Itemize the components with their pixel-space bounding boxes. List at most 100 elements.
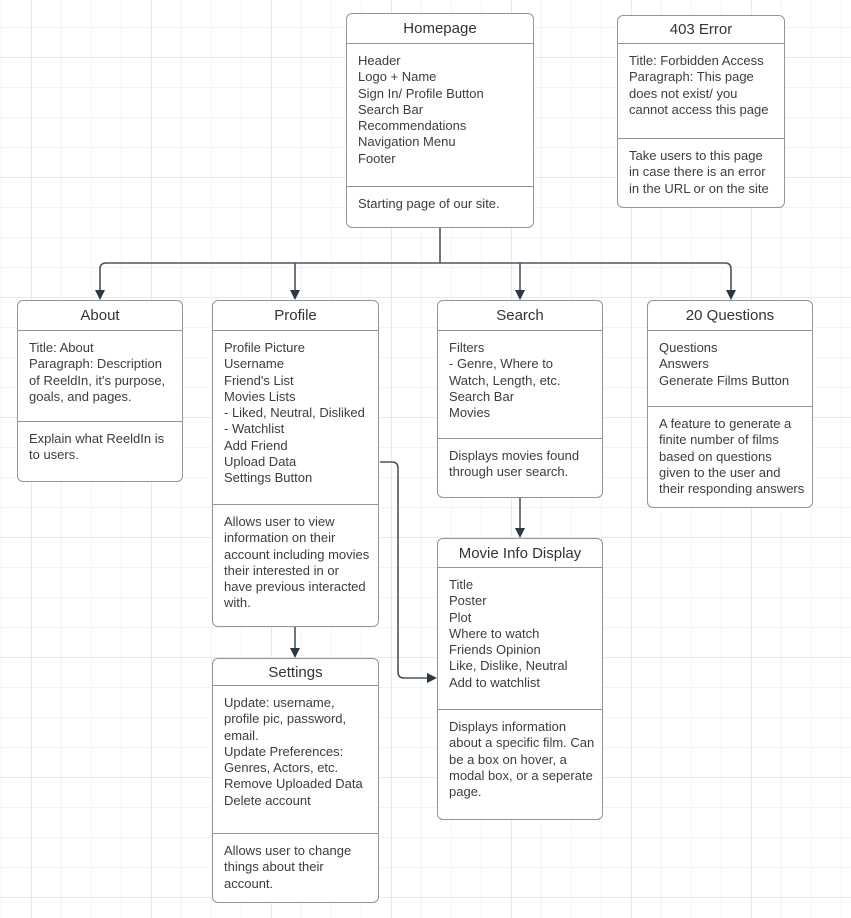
note-line: to users.: [29, 447, 79, 463]
note-line: Allows user to view: [224, 514, 335, 529]
body-line: cannot access this page: [629, 101, 769, 117]
body-line: Search Bar: [449, 388, 515, 404]
note-line: about a specific film. Can: [449, 735, 595, 751]
body-line: Title: Forbidden Access: [629, 53, 764, 68]
body-line: Navigation Menu: [358, 134, 456, 150]
body-line: Friends Opinion: [449, 642, 541, 658]
body-line: Profile Picture: [224, 340, 305, 355]
node-homepage-title: Homepage: [347, 14, 533, 44]
note-line: be a box on hover, a: [449, 751, 567, 767]
body-line: Title: [449, 577, 474, 592]
node-403-error-title: 403 Error: [618, 16, 784, 44]
body-line: goals, and pages.: [29, 388, 132, 404]
note-line: information on their: [224, 530, 336, 546]
body-line: Plot: [449, 609, 472, 625]
note-line: in case there is an error: [629, 164, 766, 180]
node-about-title: About: [18, 301, 182, 331]
body-line: Title: About: [29, 340, 94, 355]
body-line: Logo + Name: [358, 69, 437, 85]
node-search-title: Search: [438, 301, 602, 331]
body-line: Paragraph: Description: [29, 356, 162, 372]
body-line: Sign In/ Profile Button: [358, 85, 484, 101]
body-line: Answers: [659, 356, 709, 372]
body-line: Questions: [659, 340, 718, 355]
body-line: Movies Lists: [224, 388, 296, 404]
note-line: through user search.: [449, 464, 569, 480]
note-line: their responding answers: [659, 481, 805, 497]
note-line: Displays information: [449, 719, 567, 734]
body-line: Header: [358, 53, 401, 68]
note-line: given to the user and: [659, 464, 781, 480]
body-line: Username: [224, 356, 284, 372]
body-line: Where to watch: [449, 625, 540, 641]
connector-homepage-to-about[interactable]: [95, 262, 440, 300]
body-line: Genres, Actors, etc.: [224, 760, 339, 776]
body-line: Paragraph: This page: [629, 69, 754, 85]
note-line: their interested in or: [224, 562, 339, 578]
note-line: account including movies: [224, 546, 370, 562]
note-line: in the URL or on the site: [629, 180, 769, 196]
connector-homepage-to-20-questions[interactable]: [440, 262, 736, 300]
note-line: Allows user to change: [224, 843, 352, 858]
note-line: based on questions: [659, 448, 772, 464]
node-profile-title: Profile: [213, 301, 378, 331]
body-line: Filters: [449, 340, 485, 355]
note-line: Displays movies found: [449, 448, 580, 463]
body-line: - Liked, Neutral, Disliked: [224, 405, 365, 421]
note-line: things about their: [224, 859, 324, 875]
body-line: Update Preferences:: [224, 743, 344, 759]
note-line: with.: [224, 595, 251, 611]
body-line: Delete account: [224, 792, 311, 808]
note-line: finite number of films: [659, 432, 779, 448]
body-line: Movies: [449, 405, 491, 421]
body-line: Footer: [358, 150, 396, 166]
note-line: page.: [449, 784, 482, 800]
note-line: have previous interacted: [224, 579, 366, 595]
body-line: Upload Data: [224, 454, 297, 470]
body-line: Settings Button: [224, 470, 313, 486]
note-line: Take users to this page: [629, 148, 763, 163]
note-line: Explain what ReeldIn is: [29, 431, 165, 446]
body-line: Like, Dislike, Neutral: [449, 658, 568, 674]
node-movie-info-display-title: Movie Info Display: [438, 539, 602, 568]
body-line: Watch, Length, etc.: [449, 372, 561, 388]
note-line: account.: [224, 875, 274, 891]
body-line: email.: [224, 727, 259, 743]
body-line: Recommendations: [358, 118, 467, 134]
node-settings-title: Settings: [213, 659, 378, 686]
note-line: A feature to generate a: [659, 416, 792, 431]
body-line: Poster: [449, 593, 487, 609]
connector-profile-to-movie-info-display[interactable]: [380, 461, 437, 683]
note-line: modal box, or a seperate: [449, 767, 593, 783]
body-line: Search Bar: [358, 101, 424, 117]
body-line: Friend's List: [224, 372, 294, 388]
body-line: - Genre, Where to: [449, 356, 554, 372]
body-line: Remove Uploaded Data: [224, 776, 363, 792]
node-20-questions-title: 20 Questions: [648, 301, 812, 331]
body-line: - Watchlist: [224, 421, 285, 437]
body-line: Update: username,: [224, 695, 335, 710]
